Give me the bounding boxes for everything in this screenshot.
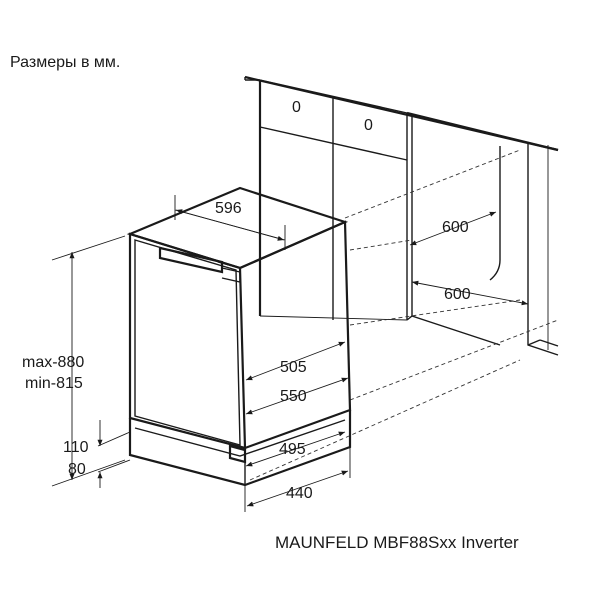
svg-text:0: 0 — [292, 99, 301, 116]
dimension-top-width: 596 — [174, 195, 286, 250]
dim-596: 596 — [215, 200, 242, 217]
dim-110: 110 — [63, 439, 89, 456]
dim-550: 550 — [280, 388, 307, 405]
svg-text:0: 0 — [364, 117, 373, 134]
drawer-knob-left: 0 — [292, 99, 301, 116]
dimension-height: max-880 min-815 — [22, 235, 126, 487]
dim-505: 505 — [280, 359, 307, 376]
model-caption: MAUNFELD MBF88Sxx Inverter — [275, 533, 519, 552]
kitchen-cabinet — [244, 75, 559, 356]
drawer-knob-right: 0 — [364, 117, 373, 134]
dimension-depth-550: 550 — [245, 377, 349, 415]
dim-600-width: 600 — [444, 286, 471, 303]
dimension-depth-505: 505 — [245, 341, 346, 381]
dimension-niche-width: 600 — [411, 280, 529, 306]
refrigerator — [126, 186, 352, 487]
dimension-niche-depth: 600 — [409, 211, 497, 246]
dim-600-depth: 600 — [442, 219, 469, 236]
dim-max-880: max-880 — [22, 354, 84, 371]
dim-495: 495 — [279, 441, 306, 458]
dimension-base-440: 440 — [244, 447, 351, 512]
units-note: Размеры в мм. — [10, 54, 120, 71]
dim-min-815: min-815 — [25, 375, 83, 392]
dimension-base-495: 495 — [245, 431, 346, 467]
dim-440: 440 — [286, 485, 313, 502]
dim-80: 80 — [68, 461, 86, 478]
dimension-plinth: 110 80 — [63, 420, 131, 488]
